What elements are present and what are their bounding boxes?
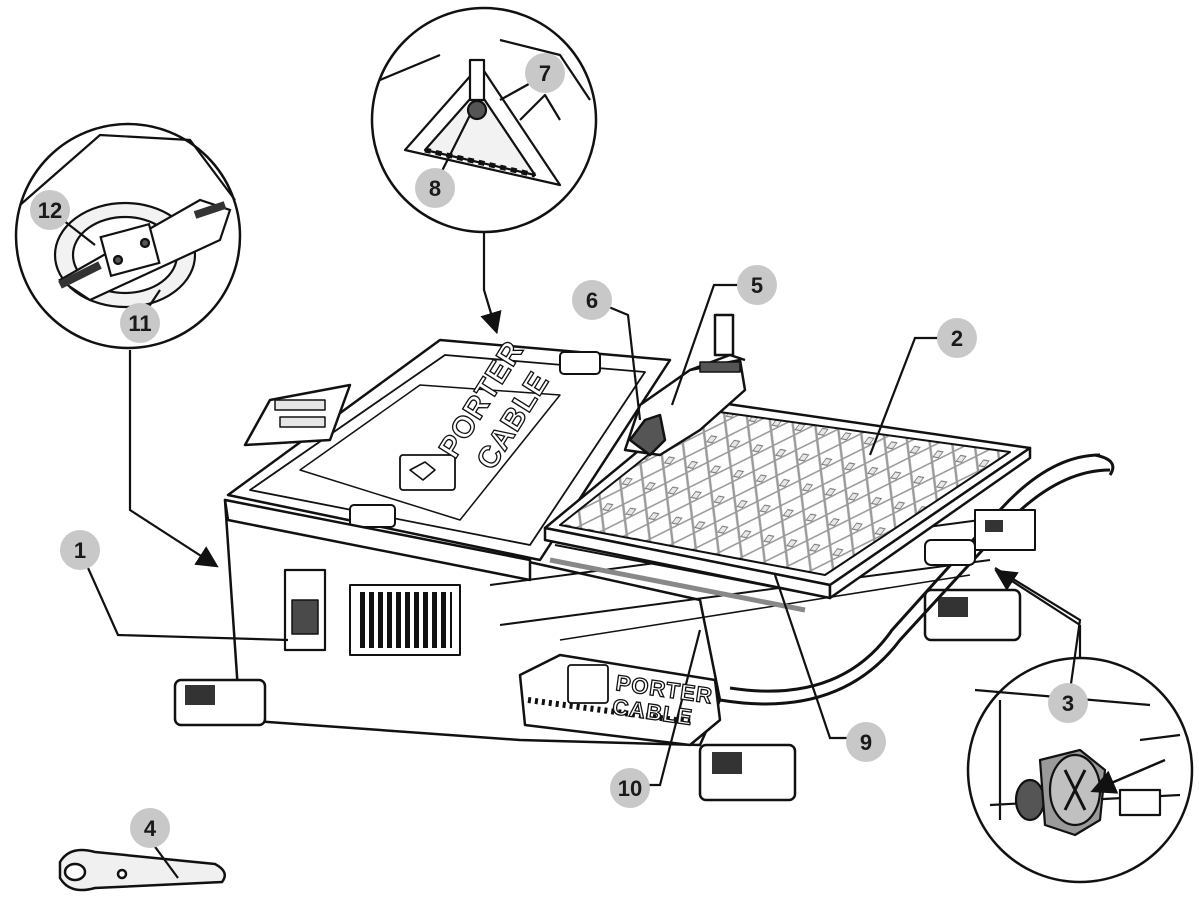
callout-circle [737,265,777,305]
callout-label: 7 [539,61,551,86]
blade-guard [623,313,747,457]
callout-label: 10 [618,776,642,801]
tile-saw-body [173,338,1115,802]
callout-1: 1 [60,530,100,570]
callout-5: 5 [737,265,777,305]
callout-6: 6 [572,280,612,320]
callout-label: 1 [74,538,86,563]
callout-7: 7 [525,53,565,93]
callout-label: 4 [144,816,157,841]
callout-circle [525,53,565,93]
callout-label: 3 [1062,691,1074,716]
inset-blade-wrench [14,122,242,350]
callout-label: 12 [38,198,62,223]
callout-label: 9 [860,730,872,755]
callout-circle [846,722,886,762]
callout-11: 11 [120,303,160,343]
callout-2: 2 [937,318,977,358]
callout-circle [610,768,650,808]
callout-circle [415,168,455,208]
wrench [58,848,227,892]
callout-circle [30,190,70,230]
callout-circle [1048,683,1088,723]
callout-8: 8 [415,168,455,208]
callout-9: 9 [846,722,886,762]
callout-10: 10 [610,768,650,808]
callout-label: 2 [951,326,963,351]
callout-label: 5 [751,273,763,298]
callout-circle [120,303,160,343]
callout-12: 12 [30,190,70,230]
callout-3: 3 [1048,683,1088,723]
inset-lock-knob [966,656,1194,884]
callout-label: 6 [586,288,598,313]
callout-circle [572,280,612,320]
inset-miter-guide [370,6,598,234]
callout-4: 4 [130,808,170,848]
callout-circle [130,808,170,848]
callout-label: 8 [429,176,441,201]
callout-circle [937,318,977,358]
callout-circle [60,530,100,570]
callout-label: 11 [128,311,151,336]
